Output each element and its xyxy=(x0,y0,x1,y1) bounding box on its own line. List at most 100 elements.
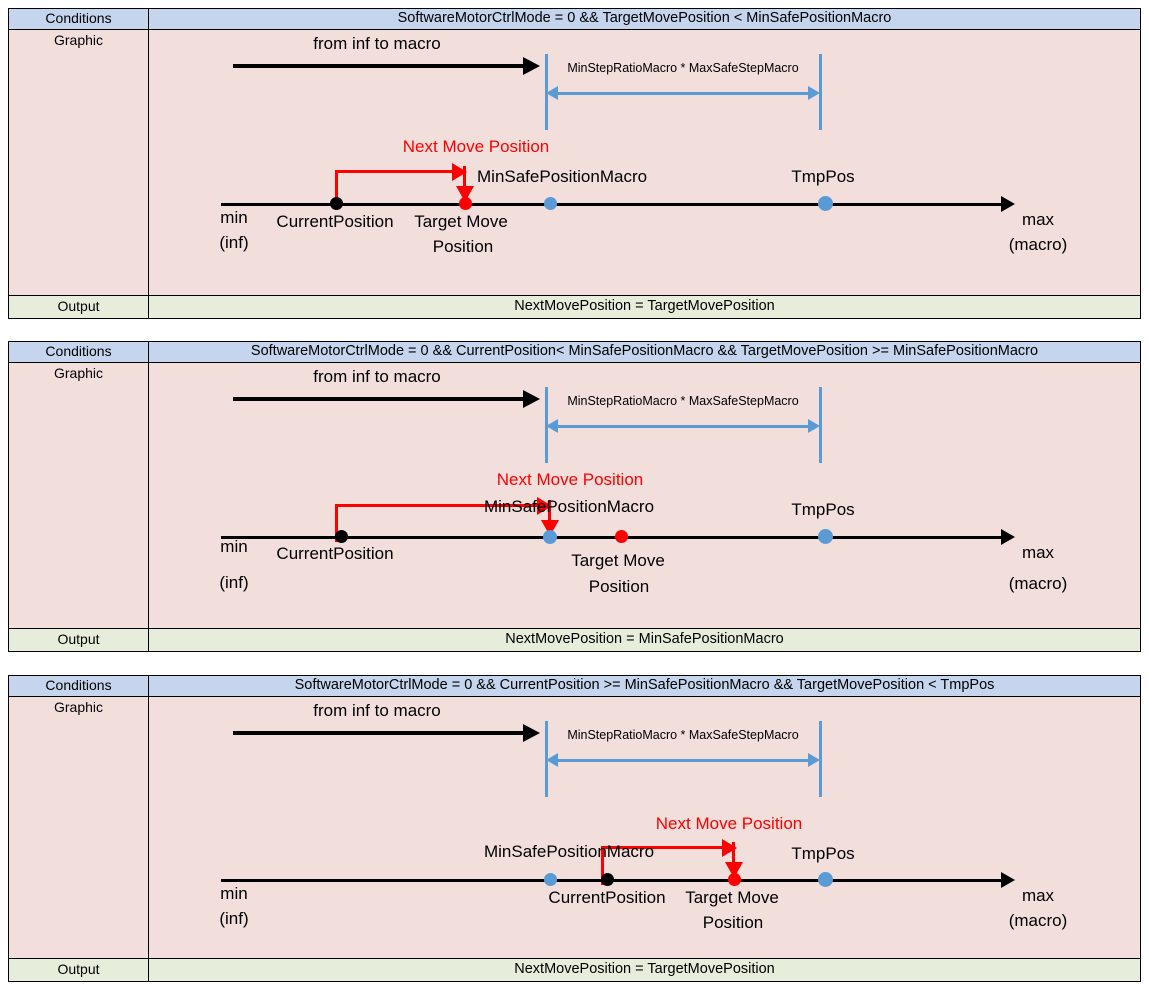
graphic-label: Graphic xyxy=(9,363,149,628)
axis-min-label: min xyxy=(220,208,248,227)
label-tmp-pos: TmpPos xyxy=(791,844,855,863)
axis-max-sublabel: (macro) xyxy=(1008,574,1068,593)
graphic-canvas: from inf to macro MinStepRatioMacro * Ma… xyxy=(149,363,1140,628)
position-axis-arrowhead xyxy=(1001,196,1015,212)
output-expression: NextMovePosition = TargetMovePosition xyxy=(514,298,775,314)
bracket-span-line xyxy=(557,92,809,95)
marker-target-move-position xyxy=(728,873,741,886)
conditions-row: Conditions SoftwareMotorCtrlMode = 0 && … xyxy=(9,676,1140,697)
marker-target-move-position xyxy=(459,197,472,210)
output-label: Output xyxy=(9,296,149,318)
conditions-label: Conditions xyxy=(9,9,149,29)
label-target-move-line1: Target Move xyxy=(571,551,665,570)
marker-min-safe-position-macro xyxy=(544,873,557,886)
from-inf-to-macro-label: from inf to macro xyxy=(313,367,441,386)
next-move-riser xyxy=(335,170,338,210)
bracket-right-bar xyxy=(819,54,822,130)
bracket-label: MinStepRatioMacro * MaxSafeStepMacro xyxy=(567,394,799,408)
next-move-drop xyxy=(463,166,466,188)
label-tmp-pos: TmpPos xyxy=(791,167,855,186)
from-inf-to-macro-arrowhead xyxy=(523,724,540,742)
marker-min-safe-position-macro xyxy=(544,197,557,210)
bracket-label: MinStepRatioMacro * MaxSafeStepMacro xyxy=(567,728,799,742)
conditions-label: Conditions xyxy=(9,342,149,362)
next-move-riser xyxy=(601,846,604,885)
graphic-row: Graphic from inf to macro MinStepRatioMa… xyxy=(9,363,1140,629)
label-tmp-pos: TmpPos xyxy=(791,500,855,519)
marker-current-position xyxy=(335,530,348,543)
panel-case-3: Conditions SoftwareMotorCtrlMode = 0 && … xyxy=(8,675,1141,982)
graphic-canvas: from inf to macro MinStepRatioMacro * Ma… xyxy=(149,697,1140,958)
axis-min-sublabel: (inf) xyxy=(219,909,249,928)
graphic-row: Graphic from inf to macro MinStepRatioMa… xyxy=(9,30,1140,296)
next-move-run xyxy=(335,170,454,173)
from-inf-to-macro-line xyxy=(233,64,523,68)
axis-max-sublabel: (macro) xyxy=(1008,911,1068,930)
panel-case-2: Conditions SoftwareMotorCtrlMode = 0 && … xyxy=(8,341,1141,652)
bracket-arrow-left-icon xyxy=(546,753,558,767)
graphic-row: Graphic from inf to macro MinStepRatioMa… xyxy=(9,697,1140,959)
from-inf-to-macro-line xyxy=(233,397,523,401)
label-min-safe-position-macro: MinSafePositionMacro xyxy=(483,497,655,516)
bracket-arrow-right-icon xyxy=(808,86,820,100)
conditions-row: Conditions SoftwareMotorCtrlMode = 0 && … xyxy=(9,9,1140,30)
label-target-move-line1: Target Move xyxy=(685,888,779,907)
next-move-drop xyxy=(732,842,735,864)
from-inf-to-macro-line xyxy=(233,731,523,735)
label-target-move-line2: Position xyxy=(432,237,494,256)
next-move-run xyxy=(335,504,539,507)
output-expression: NextMovePosition = MinSafePositionMacro xyxy=(505,631,784,647)
axis-max-label: max xyxy=(1021,886,1055,905)
conditions-expression: SoftwareMotorCtrlMode = 0 && CurrentPosi… xyxy=(294,677,995,693)
axis-min-sublabel: (inf) xyxy=(219,233,249,252)
output-label: Output xyxy=(9,629,149,651)
graphic-canvas: from inf to macro MinStepRatioMacro * Ma… xyxy=(149,30,1140,295)
bracket-arrow-left-icon xyxy=(546,419,558,433)
label-current-position: CurrentPosition xyxy=(276,544,394,563)
panel-case-1: Conditions SoftwareMotorCtrlMode = 0 && … xyxy=(8,8,1141,319)
marker-current-position xyxy=(601,873,614,886)
label-current-position: CurrentPosition xyxy=(548,888,666,907)
output-expression: NextMovePosition = TargetMovePosition xyxy=(514,961,775,977)
conditions-expression: SoftwareMotorCtrlMode = 0 && TargetMoveP… xyxy=(397,10,892,26)
conditions-row: Conditions SoftwareMotorCtrlMode = 0 && … xyxy=(9,342,1140,363)
bracket-right-bar xyxy=(819,387,822,463)
marker-current-position xyxy=(330,197,343,210)
next-move-run xyxy=(601,846,724,849)
marker-tmp-pos xyxy=(818,872,833,887)
from-inf-to-macro-arrowhead xyxy=(523,390,540,408)
label-current-position: CurrentPosition xyxy=(276,212,394,231)
output-label: Output xyxy=(9,959,149,981)
next-move-riser xyxy=(335,504,338,542)
marker-tmp-pos xyxy=(818,529,833,544)
conditions-label: Conditions xyxy=(9,676,149,696)
marker-min-safe-position-macro xyxy=(543,530,557,544)
bracket-right-bar xyxy=(819,721,822,797)
label-target-move-line1: Target Move xyxy=(414,212,508,231)
position-axis-line xyxy=(221,536,1001,539)
from-inf-to-macro-label: from inf to macro xyxy=(313,701,441,720)
bracket-span-line xyxy=(557,425,809,428)
label-min-safe-position-macro: MinSafePositionMacro xyxy=(483,842,655,861)
next-move-position-label: Next Move Position xyxy=(496,470,644,489)
axis-min-sublabel: (inf) xyxy=(219,573,249,592)
label-min-safe-position-macro: MinSafePositionMacro xyxy=(477,167,648,186)
label-target-move-line2: Position xyxy=(702,913,764,932)
axis-min-label: min xyxy=(220,884,248,903)
position-axis-arrowhead xyxy=(1001,529,1015,545)
next-move-position-label: Next Move Position xyxy=(402,137,550,156)
position-axis-arrowhead xyxy=(1001,872,1015,888)
marker-tmp-pos xyxy=(818,196,833,211)
next-move-drop xyxy=(548,500,551,522)
axis-max-label: max xyxy=(1021,210,1055,229)
from-inf-to-macro-arrowhead xyxy=(523,57,540,75)
axis-min-label: min xyxy=(220,537,248,556)
label-target-move-line2: Position xyxy=(588,577,650,596)
axis-max-sublabel: (macro) xyxy=(1008,235,1068,254)
next-move-position-label: Next Move Position xyxy=(655,814,803,833)
bracket-arrow-right-icon xyxy=(808,753,820,767)
marker-target-move-position xyxy=(615,530,628,543)
graphic-label: Graphic xyxy=(9,30,149,295)
bracket-arrow-left-icon xyxy=(546,86,558,100)
position-axis-line xyxy=(221,203,1001,206)
